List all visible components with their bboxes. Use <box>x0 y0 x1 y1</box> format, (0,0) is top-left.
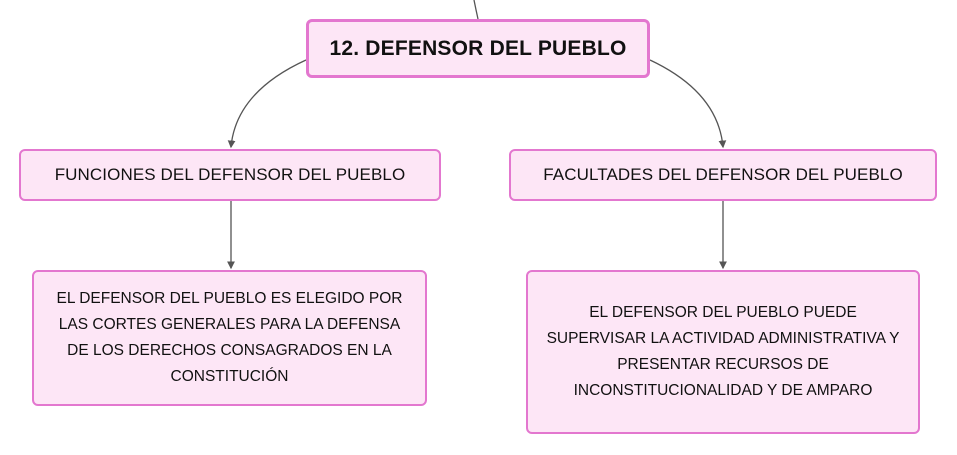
funciones-node[interactable]: FUNCIONES DEL DEFENSOR DEL PUEBLO <box>19 149 441 201</box>
root-topic-node[interactable]: 12. DEFENSOR DEL PUEBLO <box>306 19 650 78</box>
root-topic-label: 12. DEFENSOR DEL PUEBLO <box>329 36 627 60</box>
facultades-detail-node[interactable]: EL DEFENSOR DEL PUEBLO PUEDE SUPERVISAR … <box>526 270 920 434</box>
connector-from-parent <box>473 0 479 20</box>
facultades-detail-text: EL DEFENSOR DEL PUEBLO PUEDE SUPERVISAR … <box>546 304 900 399</box>
connector-root-to-facultades <box>649 59 727 149</box>
connector-root-to-funciones <box>227 59 307 149</box>
facultades-node[interactable]: FACULTADES DEL DEFENSOR DEL PUEBLO <box>509 149 937 201</box>
facultades-label: FACULTADES DEL DEFENSOR DEL PUEBLO <box>543 165 903 184</box>
funciones-detail-text: EL DEFENSOR DEL PUEBLO ES ELEGIDO POR LA… <box>56 290 403 385</box>
funciones-detail-node[interactable]: EL DEFENSOR DEL PUEBLO ES ELEGIDO POR LA… <box>32 270 427 406</box>
funciones-label: FUNCIONES DEL DEFENSOR DEL PUEBLO <box>54 165 406 184</box>
